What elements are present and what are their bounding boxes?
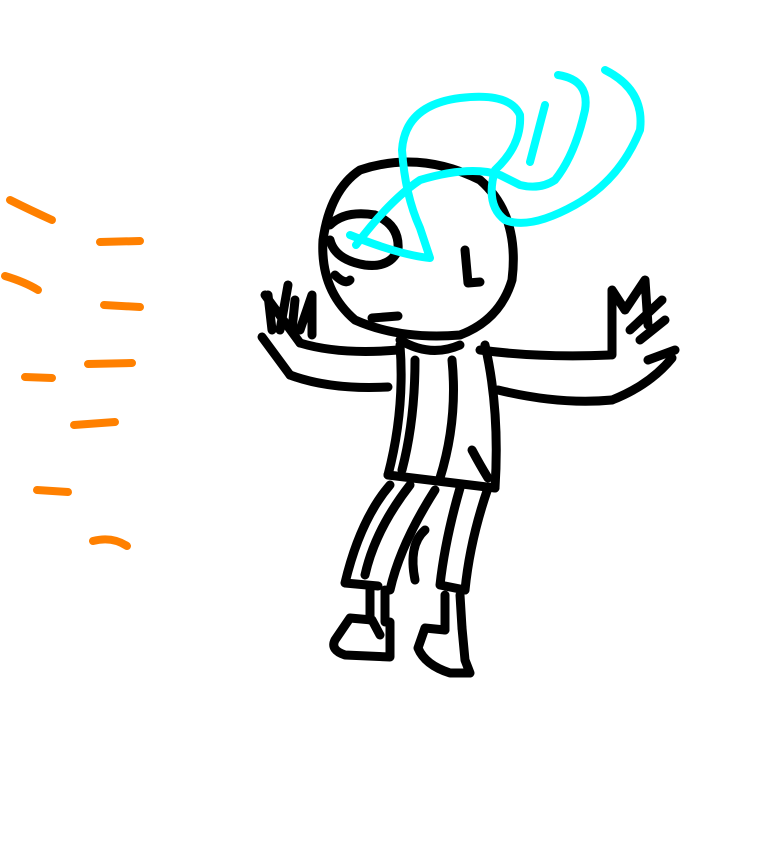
shin-left [365, 585, 390, 627]
shin-right [440, 590, 467, 635]
motion-lines [1, 196, 144, 550]
mouth [367, 311, 403, 323]
nose [460, 245, 485, 288]
pocket-line [467, 445, 493, 483]
eye-lower [330, 270, 355, 287]
shoe-right [413, 623, 475, 678]
arm-right-top [475, 345, 615, 361]
leg-right-inner [408, 525, 430, 585]
leg-stripe-3 [435, 483, 470, 595]
leg-stripe [360, 480, 415, 580]
torso-left [383, 340, 406, 480]
head [318, 157, 518, 341]
hair-curl [346, 66, 645, 262]
hand-left [257, 280, 317, 380]
torso-right [480, 340, 501, 493]
motion-line [100, 301, 144, 311]
neck [395, 335, 465, 355]
motion-line [70, 418, 119, 429]
leg-right-outer [460, 483, 493, 595]
motion-line [1, 272, 42, 294]
arm-right-bottom [493, 385, 617, 406]
waist [383, 470, 500, 493]
motion-line [33, 486, 72, 496]
motion-line [89, 535, 131, 550]
leg-stripe-2 [385, 485, 440, 595]
hair-strand [352, 71, 590, 249]
hand-right [607, 275, 680, 405]
shoe-left [329, 613, 395, 662]
motion-line [21, 373, 56, 382]
torso-stripe-2 [397, 355, 420, 475]
motion-line [6, 196, 56, 224]
motion-line [96, 237, 144, 246]
torso-stripe [435, 355, 458, 483]
leg-left-outer [340, 480, 395, 591]
motion-line [84, 359, 136, 368]
arm-left-top [295, 338, 403, 356]
arm-left-bottom [285, 370, 393, 392]
hair-line [526, 101, 549, 166]
hair [346, 66, 645, 262]
figure [257, 157, 680, 678]
